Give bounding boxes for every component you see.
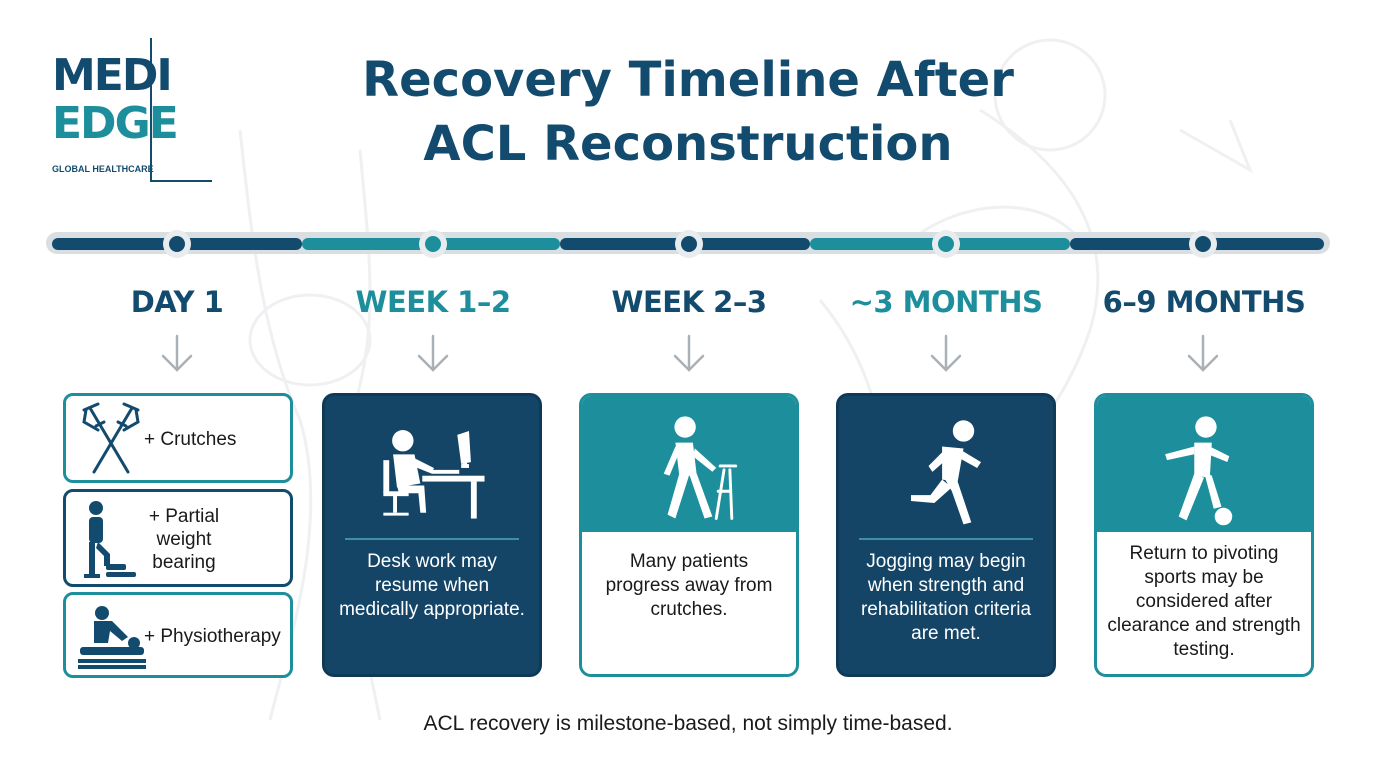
partial-weight-bearing-icon	[84, 501, 136, 578]
logo-frame-line	[150, 38, 152, 182]
pwb-line: + Partial	[148, 506, 220, 527]
partial-weight-bearing-label: + Partial weight bearing	[144, 505, 224, 574]
day1-item-crutches: + Crutches	[63, 393, 293, 483]
stage-label-week1-2: WEEK 1–2	[355, 285, 511, 319]
stage-card-3-months: Jogging may begin when strength and reha…	[836, 393, 1056, 677]
walking-with-crutches-icon	[582, 396, 796, 532]
arrow-down-icon	[1187, 334, 1219, 372]
card-text-3-months: Jogging may begin when strength and reha…	[860, 551, 1032, 644]
stage-card-week1-2: Desk work may resume when medically appr…	[322, 393, 542, 677]
title-line-1: Recovery Timeline After	[362, 52, 1014, 108]
logo-text-edge: EDGE	[52, 98, 179, 149]
pwb-line: bearing	[152, 552, 216, 573]
brand-logo: MEDI EDGE GLOBAL HEALTHCARE	[52, 38, 212, 182]
stage-label-day1: DAY 1	[130, 285, 224, 319]
logo-frame-line-bottom	[150, 180, 212, 182]
card-text-week1-2: Desk work may resume when medically appr…	[339, 551, 525, 620]
pwb-line: weight	[156, 529, 212, 550]
title-line-2: ACL Reconstruction	[423, 116, 953, 172]
arrow-down-icon	[930, 334, 962, 372]
timeline-node-week2-3	[675, 230, 703, 258]
physiotherapy-label: + Physiotherapy	[144, 626, 281, 647]
football-player-icon	[1097, 396, 1311, 532]
jogging-icon	[910, 420, 982, 525]
card-divider	[345, 538, 519, 540]
page-title: Recovery Timeline After ACL Reconstructi…	[300, 48, 1076, 176]
stage-label-6-9-months: 6–9 MONTHS	[1102, 285, 1306, 319]
physiotherapy-icon	[78, 606, 146, 669]
logo-text-medi: MEDI	[52, 50, 173, 101]
stage-label-week2-3: WEEK 2–3	[611, 285, 767, 319]
crutches-label: + Crutches	[144, 429, 237, 450]
stage-label-3-months: ~3 MONTHS	[849, 285, 1043, 319]
card-text-week2-3: Many patients progress away from crutche…	[605, 551, 773, 620]
card-divider	[859, 538, 1033, 540]
desk-work-icon	[383, 430, 485, 519]
timeline-node-day1	[163, 230, 191, 258]
card-text-6-9-months: Return to pivoting sports may be conside…	[1107, 543, 1301, 660]
arrow-down-icon	[417, 334, 449, 372]
timeline-node-3-months	[932, 230, 960, 258]
arrow-down-icon	[673, 334, 705, 372]
stage-card-6-9-months: Return to pivoting sports may be conside…	[1094, 393, 1314, 677]
timeline-node-week1-2	[419, 230, 447, 258]
timeline-node-6-9-months	[1189, 230, 1217, 258]
day1-item-partial-weight-bearing: + Partial weight bearing	[63, 489, 293, 587]
arrow-down-icon	[161, 334, 193, 372]
day1-item-physiotherapy: + Physiotherapy	[63, 592, 293, 678]
logo-subtitle: GLOBAL HEALTHCARE	[52, 164, 154, 174]
crutches-icon	[82, 402, 140, 474]
footer-note: ACL recovery is milestone-based, not sim…	[423, 712, 953, 735]
stage-card-week2-3: Many patients progress away from crutche…	[579, 393, 799, 677]
